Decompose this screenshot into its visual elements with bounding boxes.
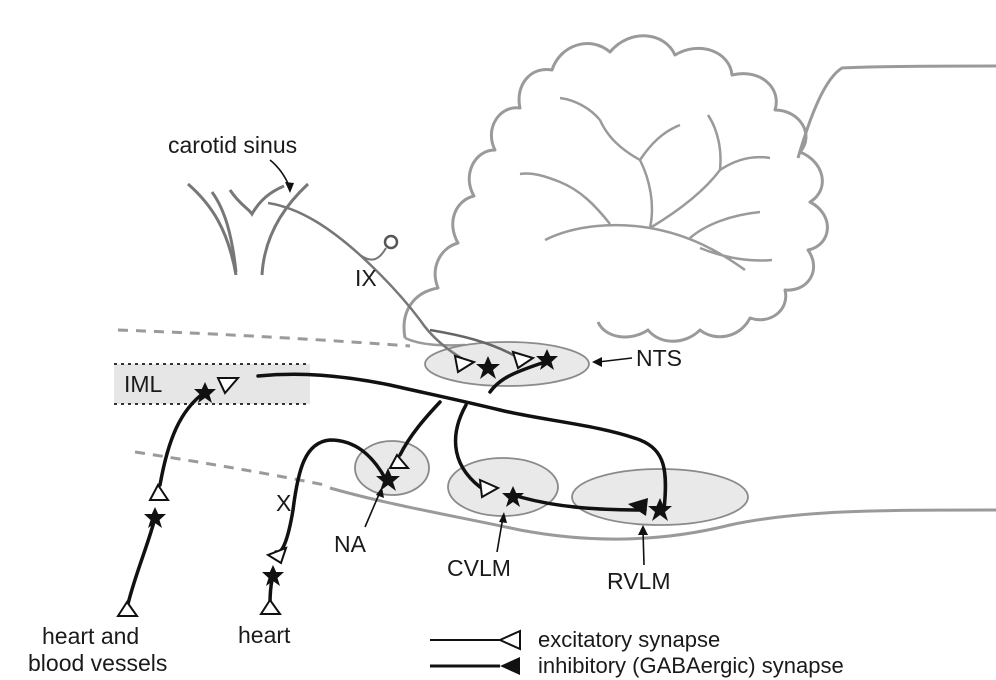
- label-heart-vessels-2: blood vessels: [28, 650, 167, 676]
- vessels-excitatory-upper: [150, 485, 168, 500]
- label-cvlm: CVLM: [447, 555, 511, 581]
- legend-excitatory-label: excitatory synapse: [538, 627, 720, 652]
- nts-nucleus: [425, 342, 589, 386]
- iml-to-vessels-pathway: [160, 392, 205, 485]
- legend-inhibitory-icon: [500, 657, 520, 675]
- pons-outline: [798, 66, 996, 158]
- label-na: NA: [334, 531, 367, 557]
- label-x: X: [276, 490, 291, 516]
- label-nts: NTS: [636, 345, 682, 371]
- arbor-vitae: [520, 98, 772, 270]
- nts-to-na-pathway: [400, 402, 440, 455]
- rvlm-nucleus: [572, 469, 748, 525]
- carotid-vessel: [188, 184, 308, 275]
- na-to-heart-pathway: [276, 440, 385, 552]
- heart-excitatory-lower: [261, 600, 280, 614]
- legend-inhibitory-label: inhibitory (GABAergic) synapse: [538, 653, 844, 678]
- vessels-ganglion-star: [144, 507, 166, 528]
- label-heart: heart: [238, 622, 291, 648]
- label-heart-vessels-1: heart and: [42, 623, 139, 649]
- label-carotid-sinus: carotid sinus: [168, 132, 297, 158]
- label-rvlm: RVLM: [607, 568, 671, 594]
- legend-excitatory: excitatory synapse: [430, 627, 720, 652]
- legend: excitatory synapse inhibitory (GABAergic…: [430, 627, 844, 678]
- label-ix: IX: [355, 265, 377, 291]
- label-iml: IML: [124, 371, 163, 397]
- cerebellum-outline: [404, 36, 827, 341]
- legend-inhibitory: inhibitory (GABAergic) synapse: [430, 653, 844, 678]
- heart-excitatory-upper: [268, 548, 286, 563]
- vessels-excitatory-lower: [118, 602, 137, 616]
- legend-excitatory-icon: [500, 631, 520, 649]
- vessels-lower-pathway: [128, 518, 155, 604]
- cvlm-nucleus: [448, 458, 558, 516]
- ganglion-cell: [385, 236, 397, 248]
